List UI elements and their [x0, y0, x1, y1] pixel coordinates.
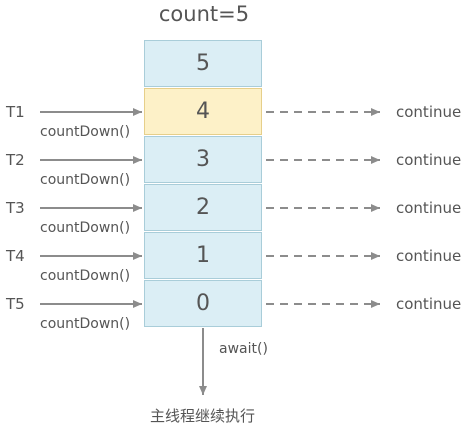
counter-cell-3: 3: [144, 136, 262, 183]
countdown-3-label: countDown(): [40, 220, 131, 236]
counter-cell-5: 5: [144, 40, 262, 87]
countdown-5-label: countDown(): [40, 316, 131, 332]
continue-4-label: continue: [396, 247, 462, 265]
countdown-2-label: countDown(): [40, 172, 131, 188]
counter-cell-1: 1: [144, 232, 262, 279]
counter-cell-0: 0: [144, 280, 262, 327]
continue-1-label: continue: [396, 103, 462, 121]
await-label: await(): [219, 341, 268, 357]
continue-3-label: continue: [396, 199, 462, 217]
main-thread-label: 主线程继续执行: [149, 407, 255, 425]
thread-4-label: T4: [6, 247, 25, 265]
continue-2-label: continue: [396, 151, 462, 169]
countdown-1-label: countDown(): [40, 124, 131, 140]
counter-cell-4: 4: [144, 88, 262, 135]
thread-5-label: T5: [6, 295, 25, 313]
countdown-4-label: countDown(): [40, 268, 131, 284]
continue-5-label: continue: [396, 295, 462, 313]
thread-2-label: T2: [6, 151, 25, 169]
count-title: count=5: [158, 2, 250, 26]
thread-1-label: T1: [6, 103, 25, 121]
counter-cell-2: 2: [144, 184, 262, 231]
thread-3-label: T3: [6, 199, 25, 217]
